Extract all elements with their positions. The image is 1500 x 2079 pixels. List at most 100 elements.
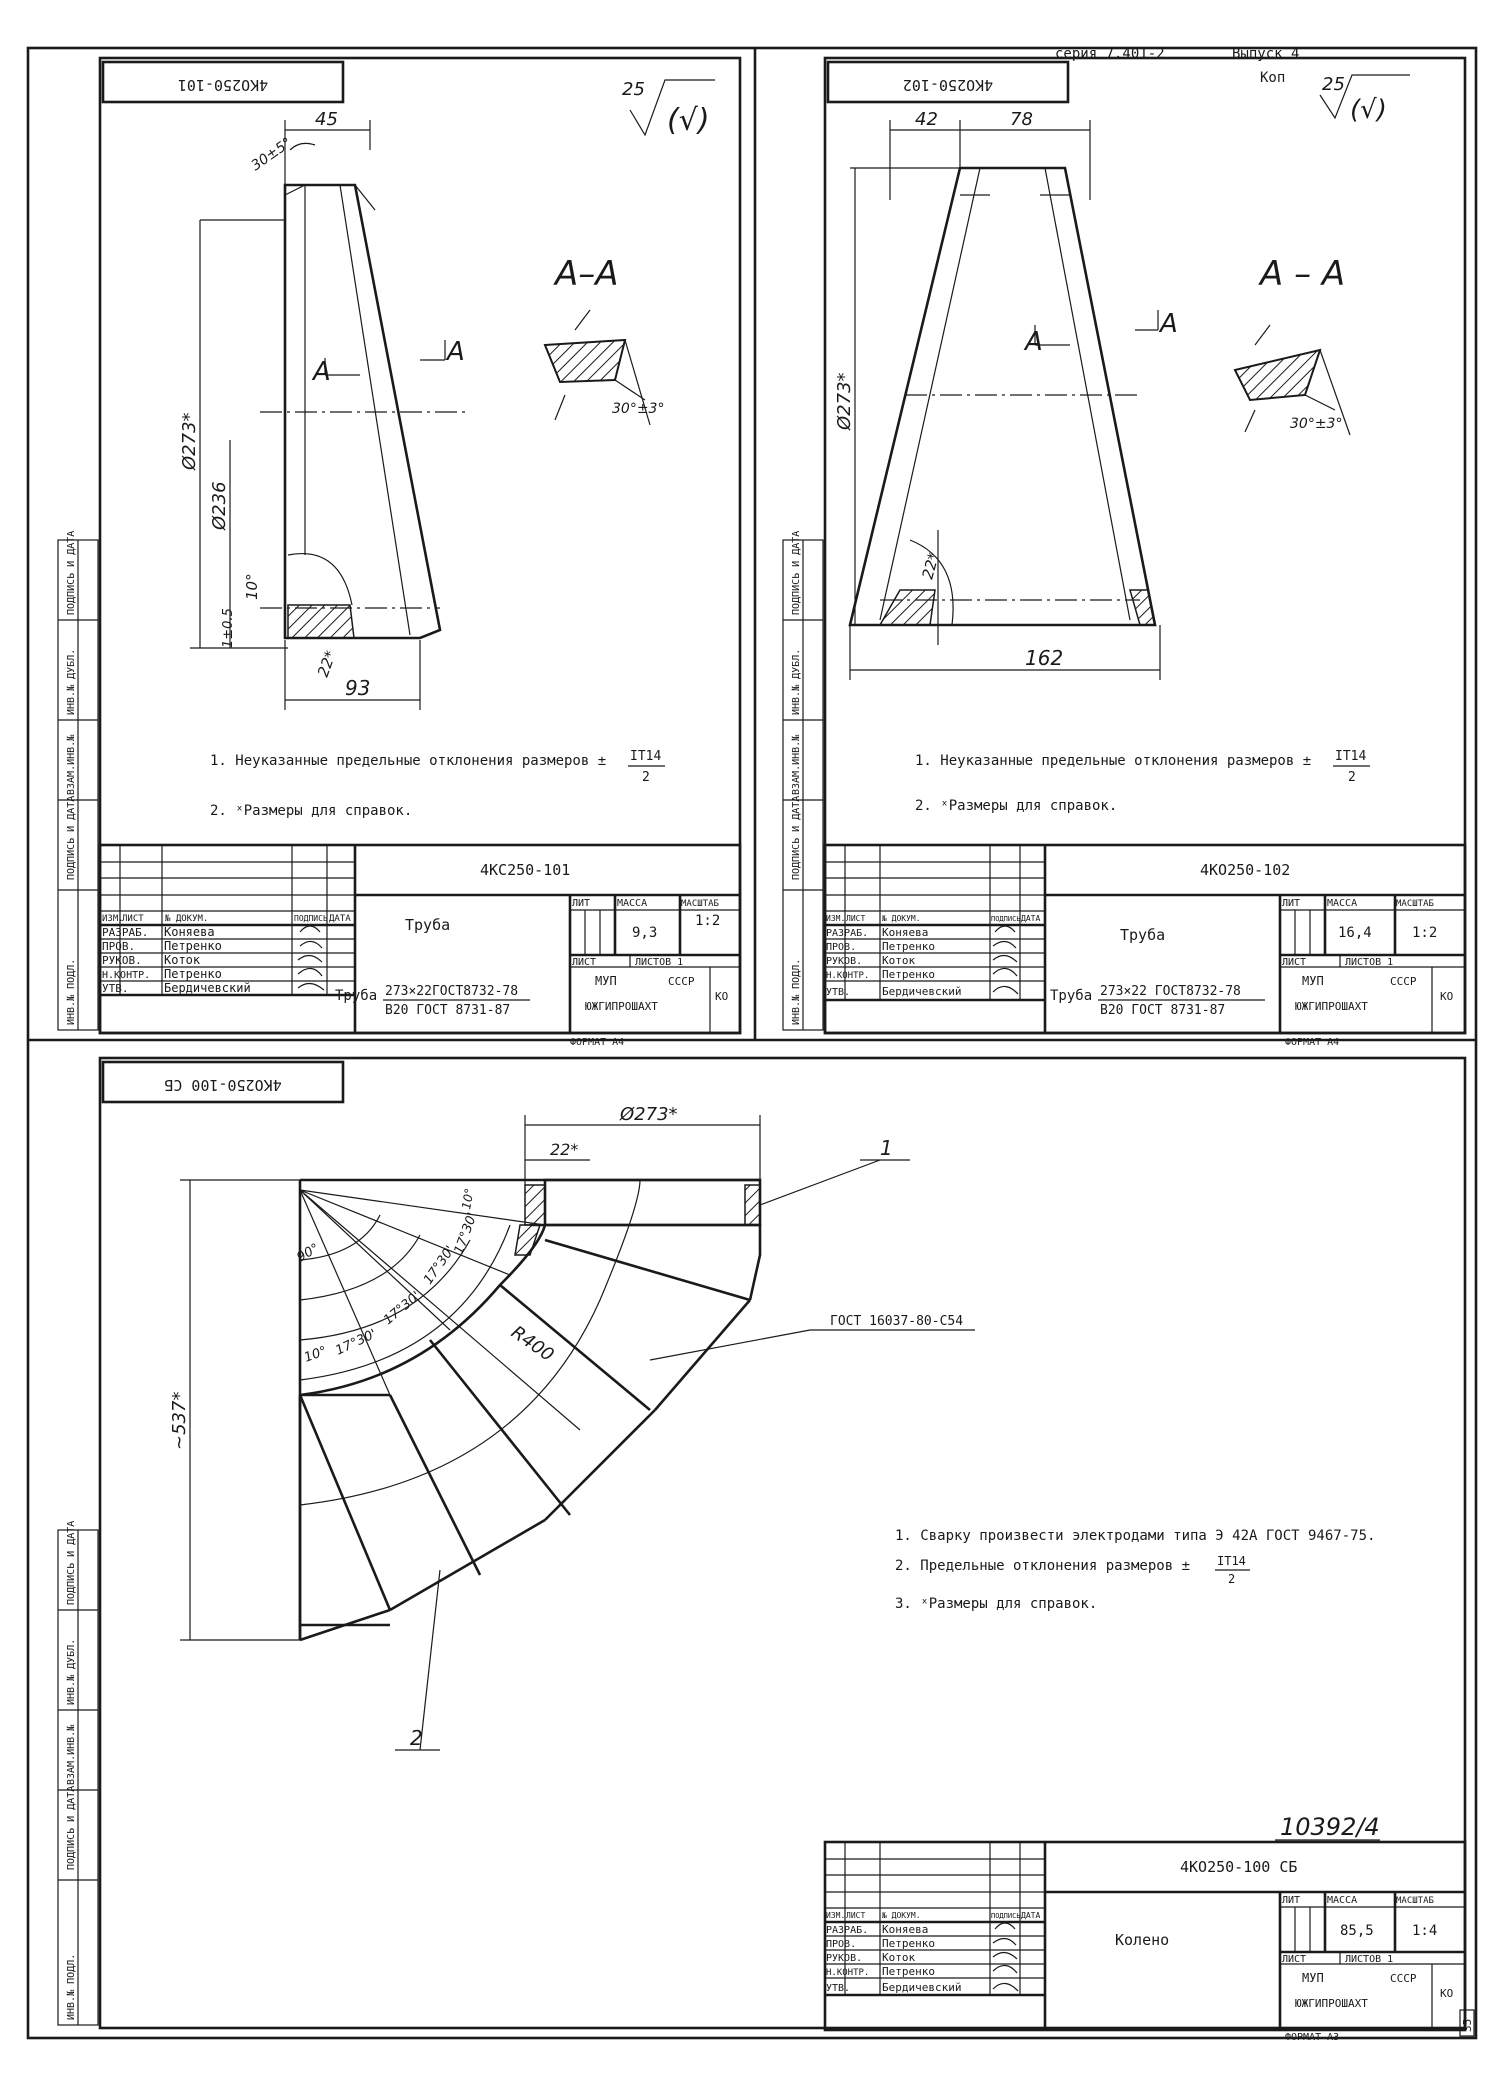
svg-text:СССР: СССР xyxy=(1390,1972,1417,1985)
section-angle: 30°±3° xyxy=(612,401,664,417)
svg-text:Коняева: Коняева xyxy=(164,925,215,939)
section-label: A – A xyxy=(1258,254,1345,294)
svg-text:Петренко: Петренко xyxy=(882,1937,935,1950)
svg-text:10°: 10° xyxy=(459,1187,476,1210)
svg-text:ДАТА: ДАТА xyxy=(1021,914,1040,923)
svg-text:ЛИТ: ЛИТ xyxy=(572,898,590,909)
svg-text:СССР: СССР xyxy=(668,975,695,988)
svg-text:Труба: Труба xyxy=(335,988,377,1004)
tol-num: IT14 xyxy=(1335,749,1366,764)
tb-scale: 1:2 xyxy=(1412,925,1437,941)
svg-text:МАССА: МАССА xyxy=(1327,898,1357,909)
title-block: ИЗМ. ЛИСТ № ДОКУМ. ПОДПИСЬ ДАТА РАЗРАБ. … xyxy=(98,843,742,1048)
hatch-section xyxy=(287,604,355,639)
tol-num: IT14 xyxy=(630,749,661,764)
svg-text:ЛИСТОВ 1: ЛИСТОВ 1 xyxy=(635,957,683,968)
svg-text:В20 ГОСТ 8731-87: В20 ГОСТ 8731-87 xyxy=(1100,1003,1225,1018)
svg-text:ПОДПИСЬ И ДАТА: ПОДПИСЬ И ДАТА xyxy=(791,796,802,880)
section-hatch xyxy=(543,338,627,384)
outer-frame xyxy=(26,46,1478,2040)
svg-text:Петренко: Петренко xyxy=(164,967,222,981)
svg-text:№ ДОКУМ.: № ДОКУМ. xyxy=(164,914,208,924)
svg-text:ЛИСТ: ЛИСТ xyxy=(572,957,596,968)
section-mark-left: A xyxy=(311,357,331,387)
svg-text:МАСШТАБ: МАСШТАБ xyxy=(681,899,719,909)
dim-top: 45 xyxy=(315,109,338,130)
note-2: 2. Предельные отклонения размеров ± xyxy=(895,1558,1190,1574)
svg-text:IT14: IT14 xyxy=(1217,1554,1246,1568)
tol-den: 2 xyxy=(642,770,650,785)
section-hatch xyxy=(1233,348,1322,402)
title-block: ИЗМ. ЛИСТ № ДОКУМ. ПОДПИСЬ ДАТА РАЗРАБ. … xyxy=(823,843,1467,1048)
svg-text:ЛИТ: ЛИТ xyxy=(1282,1895,1300,1906)
tb-name: Труба xyxy=(1120,926,1165,944)
tb-mass: 9,3 xyxy=(632,925,657,941)
tb-scale: 1:4 xyxy=(1412,1923,1437,1939)
svg-text:(√): (√) xyxy=(1350,95,1387,125)
svg-text:ПОДПИСЬ И ДАТА: ПОДПИСЬ И ДАТА xyxy=(66,796,77,880)
svg-text:Бердичевский: Бердичевский xyxy=(164,981,251,995)
svg-text:КО: КО xyxy=(1440,1987,1453,2000)
svg-text:№ ДОКУМ.: № ДОКУМ. xyxy=(881,914,921,923)
svg-text:Коток: Коток xyxy=(882,1951,915,1964)
svg-text:ИЗМ.: ИЗМ. xyxy=(102,914,124,924)
code-box-text: 4КО250-100 СБ xyxy=(164,1076,281,1094)
dim-top-left: 42 xyxy=(915,109,938,130)
svg-text:МАССА: МАССА xyxy=(617,898,647,909)
tb-code: 4КО250-100 СБ xyxy=(1180,1858,1297,1876)
code-box xyxy=(101,60,345,104)
svg-text:ИНВ.№ ПОДЛ.: ИНВ.№ ПОДЛ. xyxy=(66,1954,77,2020)
dim-dia: Ø273* xyxy=(619,1104,678,1125)
svg-text:17°30': 17°30' xyxy=(452,1211,481,1257)
svg-text:РУКОВ.: РУКОВ. xyxy=(826,1953,862,1964)
svg-text:ЮЖГИПРОШАХТ: ЮЖГИПРОШАХТ xyxy=(1295,1000,1368,1013)
svg-text:ЛИСТ: ЛИСТ xyxy=(122,914,144,924)
side-stamp-2: ИНВ.№ ПОДЛ. ПОДПИСЬ И ДАТА ВЗАМ.ИНВ.№ ИН… xyxy=(782,531,824,1031)
svg-text:УТВ.: УТВ. xyxy=(102,982,129,995)
svg-text:ВЗАМ.ИНВ.№: ВЗАМ.ИНВ.№ xyxy=(66,1724,77,1785)
sheet3: 4КО250-100 СБ xyxy=(101,1060,1467,2043)
svg-text:ИЗМ.: ИЗМ. xyxy=(826,914,845,923)
svg-text:Коток: Коток xyxy=(164,953,201,967)
svg-text:ПРОВ.: ПРОВ. xyxy=(826,942,856,953)
callout-2: 2 xyxy=(410,1726,423,1750)
section-mark-left: A xyxy=(1023,327,1043,357)
callout-1: 1 xyxy=(880,1136,893,1160)
svg-text:ПРОВ.: ПРОВ. xyxy=(102,940,135,953)
section-mark-right: A xyxy=(1158,309,1178,339)
svg-text:ЛИТ: ЛИТ xyxy=(1282,898,1300,909)
tol-den: 2 xyxy=(1348,770,1356,785)
svg-text:ЮЖГИПРОШАХТ: ЮЖГИПРОШАХТ xyxy=(585,1000,658,1013)
svg-text:Бердичевский: Бердичевский xyxy=(882,1981,961,1994)
svg-text:25: 25 xyxy=(622,79,645,100)
hatch-left xyxy=(878,589,936,626)
svg-text:ВЗАМ.ИНВ.№: ВЗАМ.ИНВ.№ xyxy=(66,734,77,795)
svg-text:25: 25 xyxy=(1322,74,1345,95)
roughness-mark: 25 (√) xyxy=(1319,74,1410,125)
svg-text:ПРОВ.: ПРОВ. xyxy=(826,1939,856,1950)
svg-text:ЛИСТ: ЛИСТ xyxy=(846,1911,865,1920)
svg-text:ФОРМАТ А4: ФОРМАТ А4 xyxy=(570,1037,624,1048)
svg-text:КО: КО xyxy=(1440,990,1453,1003)
copy-label: Коп xyxy=(1260,70,1285,86)
svg-text:ДАТА: ДАТА xyxy=(1021,1911,1040,1920)
svg-text:МУП: МУП xyxy=(1302,1971,1324,1985)
svg-text:Петренко: Петренко xyxy=(164,939,222,953)
tb-mass: 85,5 xyxy=(1340,1923,1374,1939)
dim-dia-outer: Ø273* xyxy=(834,372,855,431)
svg-text:Бердичевский: Бердичевский xyxy=(882,985,961,998)
svg-text:Коняева: Коняева xyxy=(882,926,928,939)
code-box xyxy=(101,1060,345,1104)
svg-text:КО: КО xyxy=(715,990,728,1003)
roughness-mark: 25 (√) xyxy=(622,79,715,138)
section-angle: 30°±3° xyxy=(1290,416,1342,432)
elbow xyxy=(298,1178,762,1642)
tb-code: 4КС250-101 xyxy=(480,861,570,879)
doc-number: 10392/4 xyxy=(1280,1813,1380,1841)
svg-text:ИНВ.№ ДУБЛ.: ИНВ.№ ДУБЛ. xyxy=(66,649,77,715)
dim-tolerance: 1±0.5 xyxy=(221,608,236,648)
svg-text:РАЗРАБ.: РАЗРАБ. xyxy=(826,928,868,939)
callout-weld: ГОСТ 16037-80-С54 xyxy=(830,1314,963,1329)
svg-text:ИНВ.№ ПОДЛ.: ИНВ.№ ПОДЛ. xyxy=(791,959,802,1025)
